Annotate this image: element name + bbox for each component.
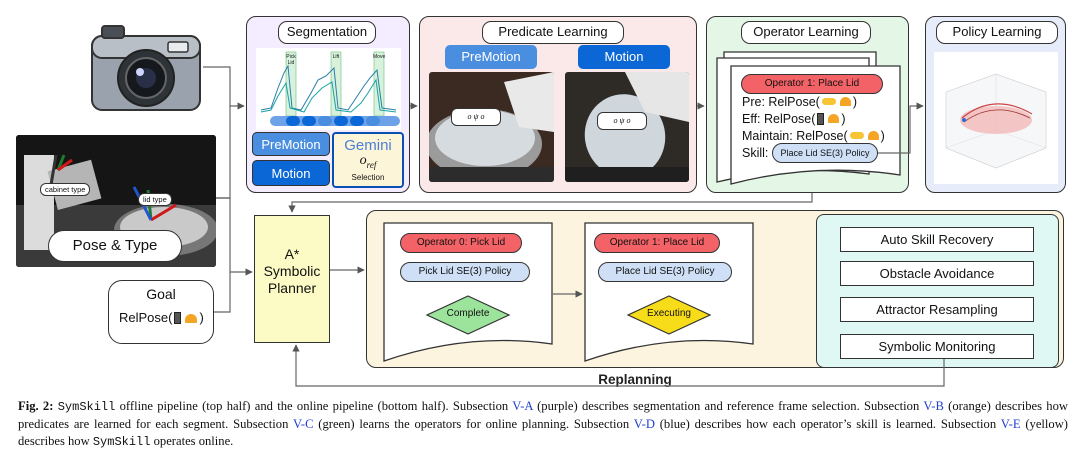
hand-icon: [821, 98, 836, 105]
operator-skill-label: Skill:: [742, 146, 769, 160]
lid-icon: [185, 314, 198, 323]
hand-icon: [849, 132, 864, 139]
predicate-title: Predicate Learning: [482, 21, 624, 44]
seg-label-1: Pick Lid: [286, 54, 296, 66]
policy-title: Policy Learning: [936, 21, 1058, 44]
caption-ref-a[interactable]: V-A: [512, 399, 533, 413]
pred-premotion-button: PreMotion: [445, 45, 537, 69]
selection-label: Selection: [351, 172, 385, 182]
operator-pre: Pre: RelPose(): [742, 95, 857, 109]
lid-icon: [839, 97, 851, 106]
segmentation-plot: Pick Lid Lift Move: [256, 48, 401, 130]
caption-ref-c[interactable]: V-C: [292, 417, 314, 431]
policy-3d-plot: [934, 52, 1058, 184]
seg-motion-button: Motion: [252, 160, 330, 186]
auto-skill-recovery-box: Auto Skill Recovery: [840, 227, 1034, 252]
replanning-label: Replanning: [598, 372, 672, 387]
lid-type-label: lid type: [138, 193, 172, 206]
predicate-photo-motion: o ψ o: [565, 72, 689, 182]
online-op0-title: Operator 0: Pick Lid: [400, 233, 522, 253]
figure-caption: Fig. 2: SymSkill offline pipeline (top h…: [18, 398, 1068, 451]
caption-fig-label: Fig. 2:: [18, 399, 54, 413]
caption-ref-d[interactable]: V-D: [633, 417, 655, 431]
cabinet-icon: [817, 113, 825, 125]
planner-line2: Symbolic: [263, 263, 321, 279]
seg-premotion-button: PreMotion: [252, 132, 330, 156]
predicate-photo-premotion: o ψ o: [429, 72, 554, 182]
scene-photo: cabinet type lid type Pose & Type: [16, 135, 216, 267]
planner-line1: A*: [284, 246, 300, 262]
goal-box: Goal RelPose(): [108, 280, 214, 344]
operator-title: Operator Learning: [741, 21, 871, 44]
operator-skill-pill: Place Lid SE(3) Policy: [772, 143, 878, 163]
online-op0-status: Complete: [446, 308, 490, 319]
pred-motion-button: Motion: [578, 45, 670, 69]
caption-ref-e[interactable]: V-E: [1000, 417, 1021, 431]
caption-s2: (purple) describes segmentation and refe…: [532, 399, 924, 413]
online-op1-title: Operator 1: Place Lid: [594, 233, 720, 253]
obstacle-avoidance-box: Obstacle Avoidance: [840, 261, 1034, 286]
camera-icon: [90, 22, 202, 114]
goal-close: ): [199, 310, 204, 325]
caption-s4: (green) learns the operators for online …: [313, 417, 634, 431]
symbolic-monitoring-box: Symbolic Monitoring: [840, 334, 1034, 359]
operator-maintain: Maintain: RelPose(): [742, 129, 885, 143]
online-op1-card: [584, 222, 754, 362]
online-op0-policy: Pick Lid SE(3) Policy: [400, 262, 530, 282]
gemini-logo: Gemini: [344, 137, 392, 154]
seg-label-3: Move: [373, 54, 386, 60]
caption-ref-b[interactable]: V-B: [923, 399, 944, 413]
caption-name: SymSkill: [57, 400, 116, 414]
caption-s5: (blue) describes how each operator’s ski…: [654, 417, 1001, 431]
cabinet-icon: [174, 312, 182, 324]
operator-eff: Eff: RelPose(): [742, 112, 846, 126]
goal-title: Goal: [146, 286, 176, 302]
o-ref-sub: ref: [366, 159, 377, 170]
segmentation-title: Segmentation: [278, 21, 376, 44]
lid-icon: [867, 131, 879, 140]
caption-s7: operates online.: [150, 434, 234, 448]
planner-line3: Planner: [267, 280, 317, 296]
online-op1-status: Executing: [647, 308, 691, 319]
caption-s1: offline pipeline (top half) and the onli…: [115, 399, 513, 413]
pose-type-label: Pose & Type: [48, 230, 182, 262]
lid-icon: [828, 114, 840, 123]
operator-card-title: Operator 1: Place Lid: [741, 74, 883, 94]
predicate-formula-2: o ψ o: [597, 112, 647, 130]
goal-relpose: RelPose(: [119, 310, 173, 325]
caption-s6: (yellow) describes how: [18, 417, 1068, 448]
predicate-formula-1: o ψ o: [451, 108, 501, 126]
symbolic-planner: A* Symbolic Planner: [254, 215, 330, 343]
caption-s3: (orange) describes how predicates are le…: [18, 399, 1068, 431]
o-ref-symbol: o: [359, 153, 367, 168]
gemini-selection-box: Gemini oref Selection: [332, 132, 404, 188]
cabinet-type-label: cabinet type: [40, 183, 91, 196]
online-op1-policy: Place Lid SE(3) Policy: [598, 262, 732, 282]
caption-name-2: SymSkill: [92, 435, 151, 449]
seg-label-2: Lift: [332, 54, 340, 60]
attractor-resampling-box: Attractor Resampling: [840, 297, 1034, 322]
